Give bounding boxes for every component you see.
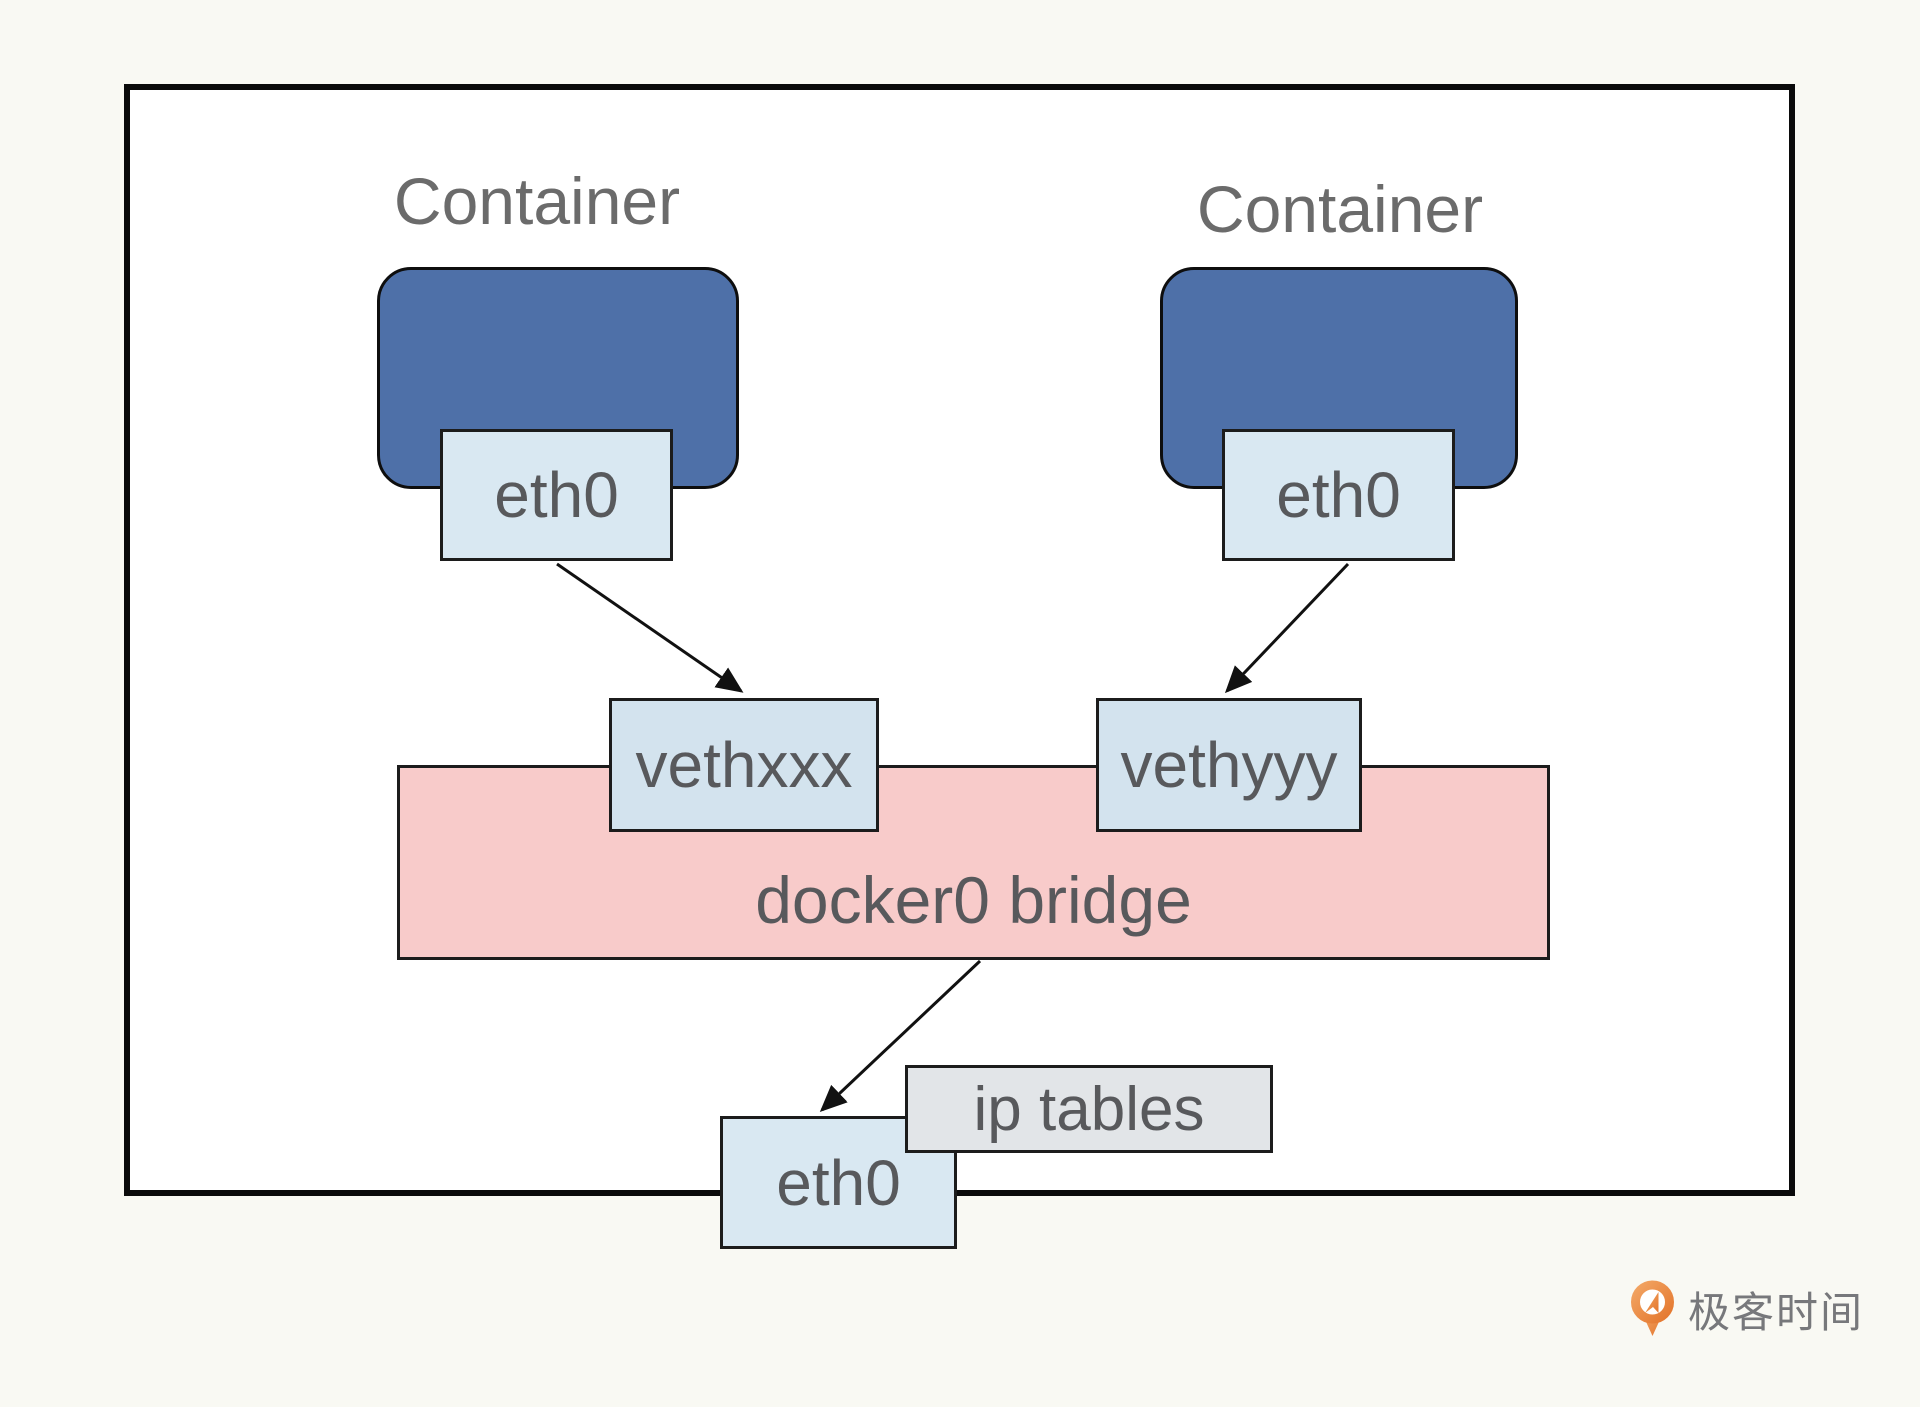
vethyyy-box: vethyyy — [1096, 698, 1362, 832]
geektime-logo-text: 极客时间 — [1688, 1288, 1865, 1336]
eth0-left-box: eth0 — [440, 429, 673, 561]
vethxxx-box: vethxxx — [609, 698, 879, 832]
geektime-logo: 极客时间 — [1630, 1278, 1890, 1340]
docker0-bridge-label: docker0 bridge — [755, 863, 1192, 937]
container-right-label: Container — [1196, 172, 1484, 246]
host-boundary-box — [124, 84, 1795, 1196]
geektime-pin-icon — [1631, 1280, 1674, 1336]
container-left-label: Container — [393, 164, 681, 238]
host-eth0-box: eth0 — [720, 1116, 957, 1249]
iptables-box: ip tables — [905, 1065, 1273, 1153]
eth0-right-box: eth0 — [1222, 429, 1455, 561]
